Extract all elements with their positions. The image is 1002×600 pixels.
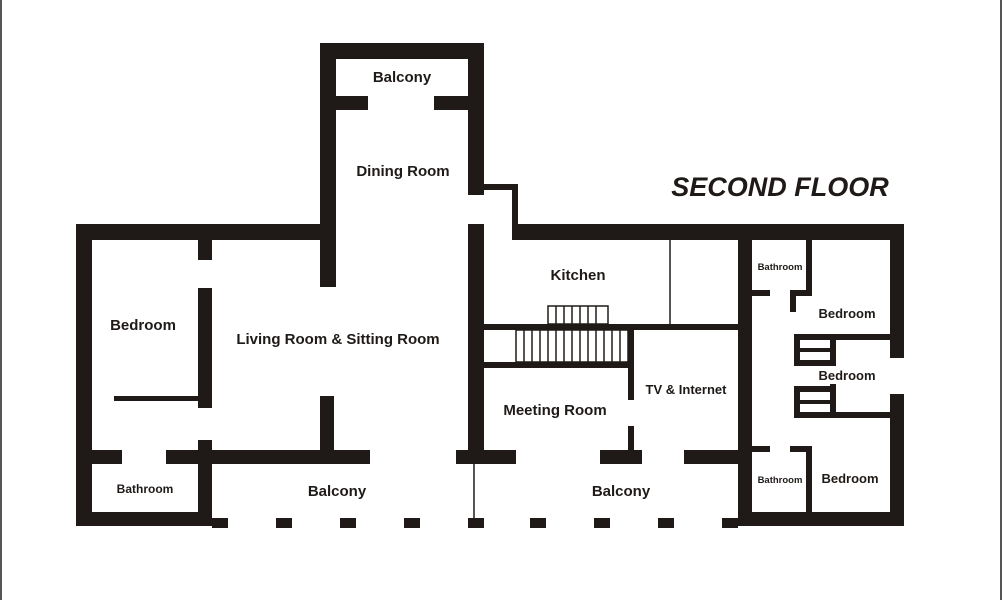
- kitchen-step-top: [484, 184, 518, 190]
- living-center-stub: [320, 396, 334, 450]
- closet-upper: [794, 334, 836, 366]
- meeting-balcony-wall: [600, 450, 642, 464]
- kitchen-top-wall: [512, 224, 904, 240]
- kitchen-stairs: [547, 305, 609, 325]
- bathroom-left-divider: [198, 440, 212, 526]
- label-bedroom-right-mid: Bedroom: [818, 368, 875, 383]
- label-bedroom-left: Bedroom: [110, 317, 176, 334]
- label-meeting-room: Meeting Room: [503, 402, 606, 419]
- bedroom-divider-lower: [198, 288, 212, 408]
- bedroom-divider-upper: [198, 240, 212, 260]
- left-bottom-wall: [76, 512, 212, 526]
- label-bedroom-right-bottom: Bedroom: [821, 471, 878, 486]
- label-living-room: Living Room & Sitting Room: [236, 331, 439, 348]
- closet-lower: [794, 386, 836, 418]
- dining-right-wall: [468, 43, 484, 195]
- right-balcony-wall: [684, 450, 738, 464]
- right-outer-wall-lower: [890, 394, 904, 526]
- label-balcony-bottom-right: Balcony: [592, 483, 651, 500]
- label-balcony-bottom-left: Balcony: [308, 483, 367, 500]
- tv-room-wall: [628, 324, 634, 400]
- bath-top-bottom-wall-right: [790, 290, 812, 296]
- floor-title: SECOND FLOOR: [671, 172, 889, 202]
- tv-room-wall-stub: [628, 426, 634, 450]
- left-outer-wall: [76, 224, 92, 526]
- balcony-divider-left: [336, 96, 368, 110]
- label-kitchen: Kitchen: [550, 267, 605, 284]
- right-bottom-wall: [738, 512, 904, 526]
- right-wing-left-wall: [738, 224, 752, 526]
- right-outer-wall-upper: [890, 224, 904, 358]
- left-top-wall: [76, 224, 336, 240]
- center-balcony-wall: [456, 450, 516, 464]
- center-wall-upper: [468, 224, 484, 464]
- dining-top-wall: [320, 43, 484, 59]
- bath-top-right-wall: [806, 240, 812, 296]
- bath-bottom-top-wall-right: [790, 446, 812, 452]
- label-bedroom-right-top: Bedroom: [818, 306, 875, 321]
- label-bathroom-left: Bathroom: [117, 482, 174, 496]
- label-tv-internet: TV & Internet: [646, 382, 728, 397]
- kitchen-stairs-treads: [555, 306, 597, 324]
- bedroom-bath-wall-left: [92, 450, 122, 464]
- balcony-railing: [212, 518, 738, 528]
- mid-bedroom-top-wall: [836, 334, 890, 340]
- mid-bedroom-bottom-wall: [836, 412, 890, 418]
- label-balcony-top: Balcony: [373, 69, 432, 86]
- balcony-divider-right: [434, 96, 468, 110]
- main-stairs-treads: [523, 330, 621, 362]
- label-dining-room: Dining Room: [356, 163, 449, 180]
- dining-left-wall: [320, 43, 336, 287]
- kitchen-step-side: [512, 184, 518, 240]
- bedroom-closet-line: [114, 396, 198, 401]
- living-balcony-wall: [212, 450, 370, 464]
- kitchen-bottom-wall: [484, 324, 744, 330]
- bath-bottom-top-wall-left: [752, 446, 770, 452]
- bath-top-stub: [790, 296, 796, 312]
- stair-bottom-wall: [484, 362, 630, 368]
- bath-bottom-right-wall: [806, 446, 812, 512]
- label-bathroom-right-bottom: Bathroom: [758, 475, 803, 486]
- label-bathroom-right-top: Bathroom: [758, 262, 803, 273]
- bath-top-bottom-wall-left: [752, 290, 770, 296]
